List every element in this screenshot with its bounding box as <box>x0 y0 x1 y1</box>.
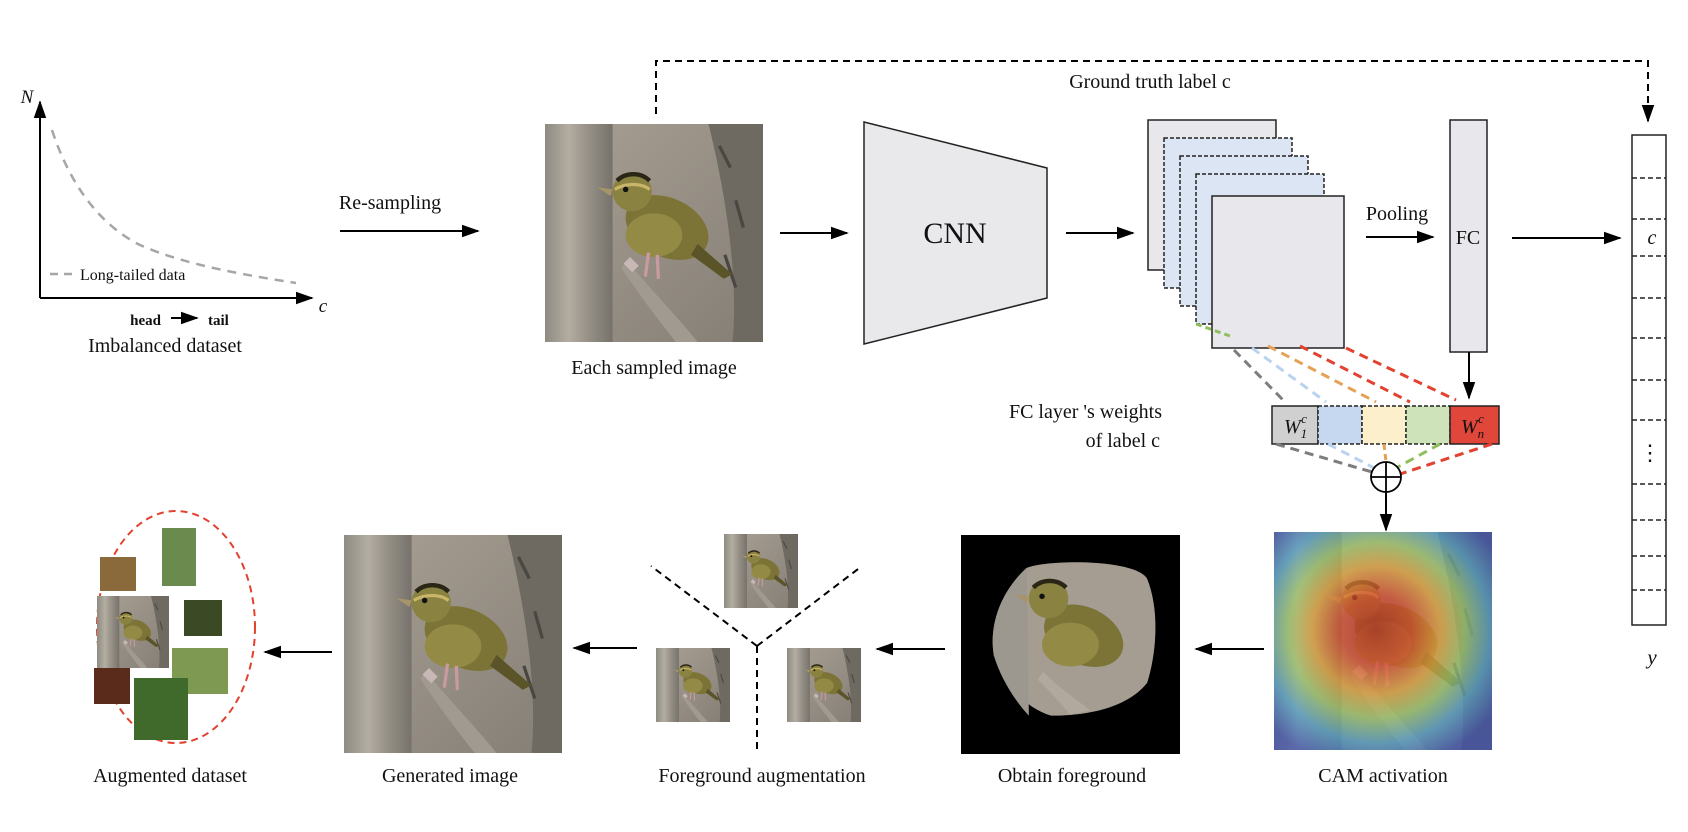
weight-cell-4 <box>1405 405 1451 445</box>
generated-image <box>344 535 562 753</box>
weights-label-line2: of label c <box>1086 430 1161 452</box>
weights-label-line1: FC layer 's weights <box>1009 401 1162 423</box>
weight-cell-n <box>1449 405 1500 445</box>
legend-label: Long-tailed data <box>80 267 185 284</box>
sampled-image-caption: Each sampled image <box>571 357 737 379</box>
cam-activation-image <box>1274 532 1492 750</box>
pooling-label: Pooling <box>1366 203 1428 225</box>
maps-to-weights-lines <box>1195 322 1457 404</box>
connector-gray <box>1232 348 1287 404</box>
foreground-image <box>961 535 1180 754</box>
sampled-bird-image <box>545 124 763 342</box>
output-vector: c ⋮ y <box>1631 134 1667 669</box>
augmented-dataset <box>94 510 256 744</box>
generated-image-caption: Generated image <box>382 765 518 787</box>
cam-caption: CAM activation <box>1318 765 1447 787</box>
weight-cell-2 <box>1317 405 1363 445</box>
divider-left <box>650 565 758 647</box>
cnn-block <box>863 121 1048 345</box>
connector-red-top <box>1299 344 1411 404</box>
foreground-augmentation <box>650 534 863 752</box>
dataset-thumbnail <box>100 557 136 591</box>
head-label: head <box>130 313 162 329</box>
dataset-thumbnail <box>162 528 196 586</box>
output-ellipsis: ⋮ <box>1639 440 1661 465</box>
long-tail-curve <box>50 129 297 285</box>
connector-green <box>1195 322 1231 338</box>
augmented-sample-right <box>787 648 861 722</box>
fc-weights-vector: W1c Wnc <box>1271 405 1500 445</box>
divider-right <box>756 565 863 647</box>
weight-w1: W1c <box>1284 411 1307 441</box>
feature-maps-stack <box>1147 119 1345 349</box>
weights-to-sum-lines <box>1275 442 1493 476</box>
sum-node <box>1370 461 1402 493</box>
y-axis-label: N <box>20 87 35 108</box>
augmented-sample-left <box>656 648 730 722</box>
fc-label: FC <box>1456 227 1480 249</box>
resampling-label: Re-sampling <box>339 192 441 214</box>
ground-truth-label: Ground truth label c <box>1069 71 1231 93</box>
dataset-thumbnail <box>94 668 130 704</box>
connector-blue <box>1251 346 1327 404</box>
fc-block <box>1449 119 1488 353</box>
cnn-label: CNN <box>923 217 986 250</box>
dataset-thumbnail <box>97 596 169 668</box>
dataset-thumbnail <box>184 600 222 636</box>
obtain-foreground-caption: Obtain foreground <box>998 765 1146 787</box>
augmented-dataset-caption: Augmented dataset <box>93 765 247 787</box>
output-y-label: y <box>1645 645 1657 669</box>
tail-label: tail <box>208 313 229 329</box>
weight-cell-3 <box>1361 405 1407 445</box>
connector-orange <box>1267 344 1377 404</box>
feature-map <box>1211 195 1345 349</box>
x-axis-label: c <box>319 296 328 317</box>
imbalanced-dataset-chart: N c Long-tailed data head tail Imbalance… <box>20 87 328 357</box>
foreground-augmentation-caption: Foreground augmentation <box>658 765 865 787</box>
augmented-sample-top <box>724 534 798 608</box>
dataset-thumbnail <box>134 678 188 740</box>
output-class-label: c <box>1648 227 1657 249</box>
weight-wn: Wnc <box>1461 411 1484 441</box>
ground-truth-connector <box>655 60 1655 123</box>
imbalanced-dataset-caption: Imbalanced dataset <box>88 335 242 357</box>
connector-red <box>1345 346 1457 402</box>
